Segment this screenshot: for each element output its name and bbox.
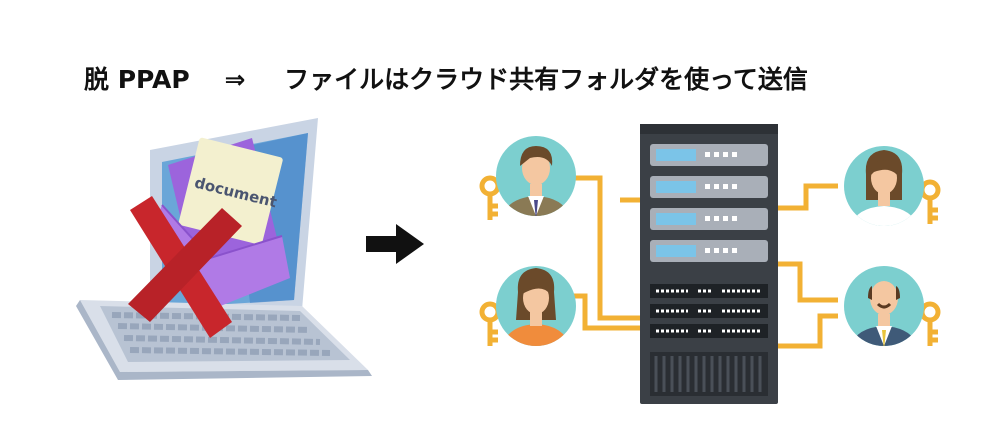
key-icon-top-right <box>919 179 941 224</box>
connector-mid-right <box>778 261 838 303</box>
key-icon-bottom-left <box>479 301 501 346</box>
user-avatar-bottom-right <box>844 266 924 346</box>
title-arrow: ⇒ <box>224 65 246 94</box>
red-x-cross-icon <box>128 196 242 338</box>
right-arrow-icon <box>366 224 424 264</box>
laptop-with-email-icon: document <box>76 118 372 380</box>
server-unit-2 <box>650 176 768 198</box>
server-unit-7 <box>650 324 768 338</box>
connector-top-right <box>778 183 838 211</box>
title-left: 脱 PPAP <box>84 65 190 94</box>
key-icon-bottom-right <box>919 301 941 346</box>
connector-bottom-right <box>778 313 838 349</box>
server-unit-1 <box>650 144 768 166</box>
page-title: 脱 PPAP ⇒ ファイルはクラウド共有フォルダを使って送信 <box>84 60 944 100</box>
key-icon-top-left <box>479 175 501 220</box>
user-avatar-bottom-left <box>496 266 576 346</box>
title-right: ファイルはクラウド共有フォルダを使って送信 <box>284 65 808 94</box>
connector-lines <box>566 175 838 349</box>
server-vent <box>650 352 768 396</box>
connector-bottom-left <box>566 293 640 331</box>
server-unit-6 <box>650 304 768 318</box>
server-unit-5 <box>650 284 768 298</box>
user-avatar-top-right <box>844 146 924 226</box>
server-unit-3 <box>650 208 768 230</box>
connector-top-left <box>566 175 640 321</box>
document-paper: document <box>178 137 283 245</box>
server-rack-icon <box>640 124 778 404</box>
user-avatar-top-left <box>496 136 576 216</box>
server-unit-4 <box>650 240 768 262</box>
